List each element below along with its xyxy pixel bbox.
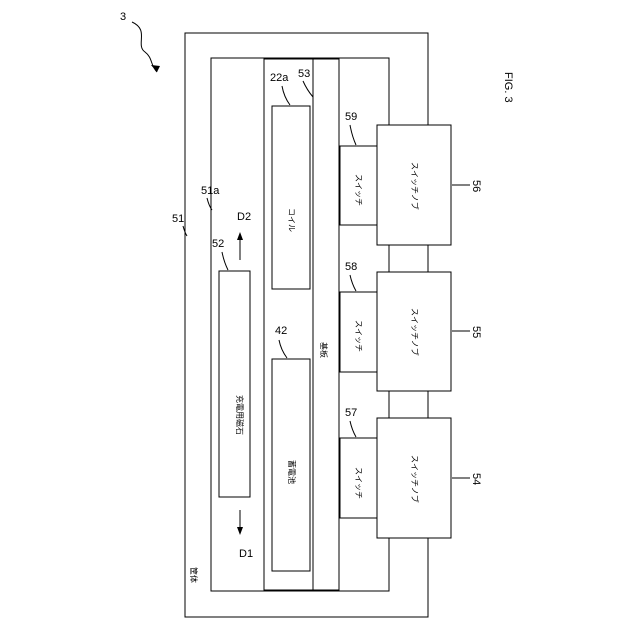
switch-59: スイッチ [340,146,377,225]
dir-label-d2: D2 [237,211,251,223]
substrate-label: 基板 [319,342,329,358]
ref-knob-56: 56 [470,180,482,192]
magnet-label: 充電用磁石 [235,395,245,435]
switch-58: スイッチ [340,292,377,372]
coil-label: コイル [287,208,296,232]
switch-knob-56: スイッチノブ [377,125,451,245]
ref-casing-inner: 51a [201,185,220,197]
ref-device: 3 [120,11,126,23]
ref-switch-58: 58 [345,261,357,273]
dir-label-d1: D1 [239,548,253,560]
switch-58-label: スイッチ [354,320,363,352]
switch-57-label: スイッチ [354,467,363,499]
switch-knob-55: スイッチノブ [377,272,451,391]
battery-label: 蓄電池 [287,460,297,484]
casing-label: 筐体 [189,567,199,583]
leader-device [132,22,157,72]
switch-knob-55-label: スイッチノブ [410,308,420,356]
ref-knob-54: 54 [470,473,482,485]
ref-casing: 51 [172,213,184,225]
switch-59-label: スイッチ [354,174,363,206]
ref-knob-55: 55 [470,326,482,338]
switch-knob-54-label: スイッチノブ [410,455,420,503]
ref-coil: 22a [270,72,289,84]
switch-57: スイッチ [340,438,377,518]
ref-switch-57: 57 [345,407,357,419]
coil-outline [272,106,310,289]
ref-switch-59: 59 [345,111,357,123]
ref-substrate: 53 [298,68,310,80]
ref-magnet: 52 [212,238,224,250]
switch-knob-56-label: スイッチノブ [410,162,420,210]
magnet-outline [219,271,250,497]
switch-knob-54: スイッチノブ [377,418,451,538]
figure-label: FIG. 3 [502,72,514,103]
ref-battery: 42 [275,325,287,337]
